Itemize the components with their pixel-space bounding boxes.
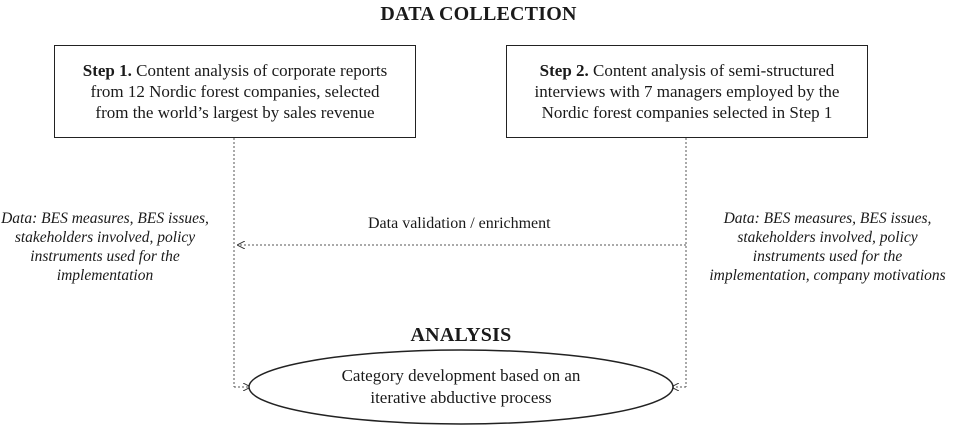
analysis-text: Category development based on an iterati… (249, 365, 673, 409)
page-title: DATA COLLECTION (380, 3, 577, 25)
analysis-line-1: Category development based on an (341, 366, 581, 385)
analysis-title: ANALYSIS (410, 324, 512, 346)
step1-line-2: from 12 Nordic forest companies, selecte… (90, 82, 380, 101)
left-note-line-4: implementation (56, 267, 154, 284)
step2-box: Step 2. Content analysis of semi-structu… (506, 45, 868, 138)
step2-label: Step 2. (539, 61, 589, 80)
step2-line-1: Content analysis of semi-structured (588, 61, 835, 80)
analysis-ellipse (248, 349, 674, 425)
step1-line-3: from the world’s largest by sales revenu… (95, 103, 375, 122)
right-note-line-1: Data: BES measures, BES issues, (723, 210, 932, 227)
left-data-note: Data: BES measures, BES issues, stakehol… (0, 209, 210, 285)
left-note-line-3: instruments used for the (30, 248, 180, 265)
step2-line-2: interviews with 7 managers employed by t… (534, 82, 840, 101)
left-note-line-2: stakeholders involved, policy (14, 229, 196, 246)
analysis-line-2: iterative abductive process (370, 388, 552, 407)
right-note-line-2: stakeholders involved, policy (737, 229, 918, 246)
step1-box: Step 1. Content analysis of corporate re… (54, 45, 416, 138)
right-note-line-3: instruments used for the (752, 248, 903, 265)
step1-line-1: Content analysis of corporate reports (131, 61, 388, 80)
right-note-line-4: implementation, company motivations (709, 267, 946, 284)
right-data-note: Data: BES measures, BES issues, stakehol… (698, 209, 957, 285)
left-note-line-1: Data: BES measures, BES issues, (1, 210, 209, 227)
step1-label: Step 1. (82, 61, 132, 80)
step2-line-3: Nordic forest companies selected in Step… (541, 103, 833, 122)
validation-label: Data validation / enrichment (368, 215, 551, 232)
